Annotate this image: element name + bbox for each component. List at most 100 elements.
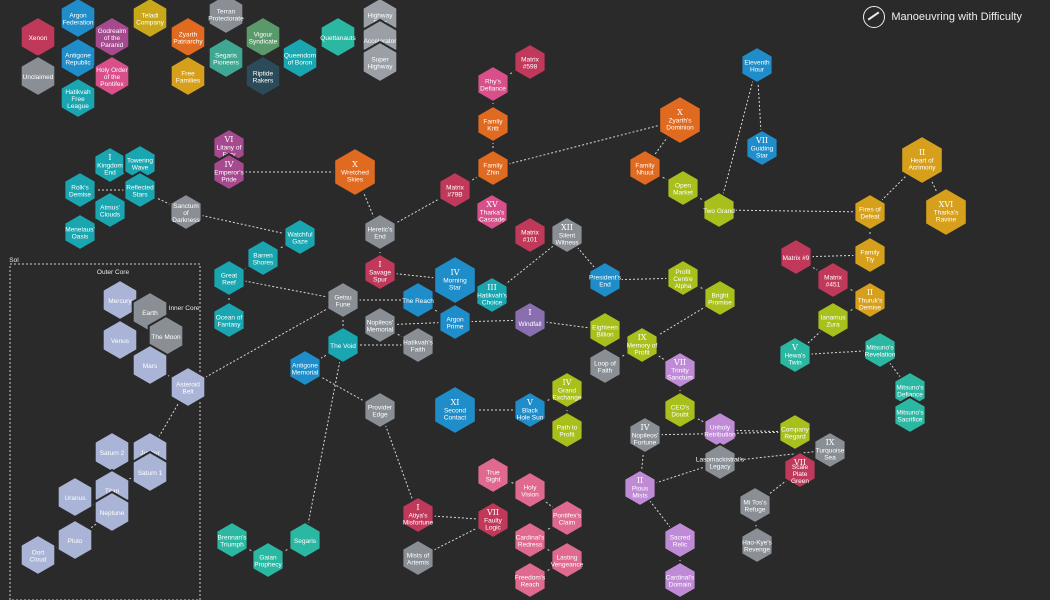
sector-hex[interactable]: Pluto xyxy=(56,518,94,562)
sector-hex[interactable]: Segaris xyxy=(288,520,322,560)
sector-hex[interactable]: Mars xyxy=(131,343,169,387)
sector-hex[interactable]: The Reach xyxy=(401,280,435,320)
sector-hex[interactable]: Saturn 2 xyxy=(93,430,131,474)
sector-hex[interactable]: Saturn 1 xyxy=(131,450,169,494)
sector-hex[interactable]: Atmus'Clouds xyxy=(93,190,127,230)
sector-hex[interactable]: Two Grand xyxy=(702,190,736,230)
sector-hex[interactable]: Venus xyxy=(101,318,139,362)
gate-connection xyxy=(417,299,456,323)
sector-hex[interactable]: Matrix#79B xyxy=(438,170,472,210)
sector-hex[interactable]: Menelaus'Oasis xyxy=(63,212,97,252)
sector-hex[interactable]: Matrix#598 xyxy=(513,42,547,82)
sector-hex[interactable]: Matrix #9 xyxy=(779,237,813,277)
sector-hex[interactable]: Matrix#101 xyxy=(513,215,547,255)
svg-text:Vengeance: Vengeance xyxy=(551,562,584,569)
svg-text:II: II xyxy=(867,288,873,297)
sector-hex[interactable]: Matrix#451 xyxy=(816,260,850,300)
sector-hex[interactable]: Neptune xyxy=(93,490,131,534)
sector-hex[interactable]: The Void xyxy=(326,325,360,365)
sector-hex[interactable]: Nopileos'Memorial xyxy=(363,305,397,345)
sector-hex[interactable]: Uranus xyxy=(56,475,94,519)
